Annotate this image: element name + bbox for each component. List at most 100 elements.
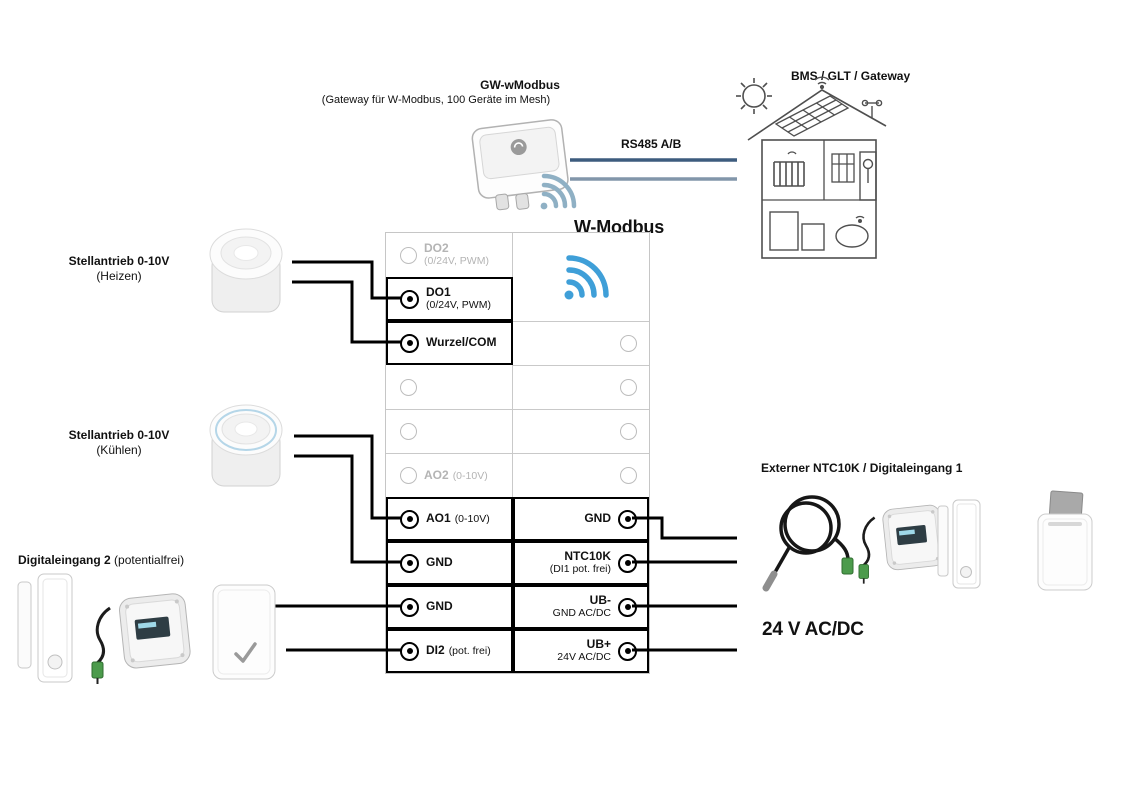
terminal-di2-icon — [400, 641, 419, 661]
radio-transmitter-right-image — [852, 486, 952, 590]
terminal-ao1-label: AO1 — [426, 511, 451, 526]
terminal-cell-com: Wurzel/COM — [386, 321, 513, 365]
roof-wifi-icon — [814, 76, 830, 90]
green-connector-icon — [858, 564, 869, 579]
terminal-cell-di2: DI2 (pot. frei) — [386, 629, 513, 673]
display-icon — [134, 616, 171, 640]
terminal-com-label: Wurzel/COM — [426, 335, 497, 350]
terminal-cell-radio — [513, 233, 649, 321]
terminal-ntc10k-sub: (DI1 pot. frei) — [549, 562, 611, 575]
terminal-ao1-sub: (0-10V) — [454, 513, 490, 526]
green-connector-icon — [841, 557, 854, 575]
external-ntc-label: Externer NTC10K / Digitaleingang 1 — [761, 461, 963, 475]
anemometer-icon — [861, 99, 883, 118]
actuator-cooling-sub: (Kühlen) — [96, 443, 142, 457]
terminal-cell-ao2: AO2 (0-10V) — [386, 453, 513, 497]
ntc-probe-image — [760, 482, 855, 594]
terminal-gnd2-icon — [400, 597, 419, 617]
terminal-rspare2-port-icon — [620, 379, 637, 396]
person-icon — [859, 151, 877, 201]
actuator-cooling-title: Stellantrieb 0-10V — [68, 428, 170, 442]
terminal-rspare1-port-icon — [620, 335, 637, 352]
rs485-label: RS485 A/B — [621, 137, 682, 151]
radio-transmitter-left-image — [84, 578, 199, 685]
terminal-cell-rspare3 — [513, 409, 649, 453]
terminal-rspare3-port-icon — [620, 423, 637, 440]
terminal-ub-plus-icon — [618, 641, 637, 661]
terminal-spare1-port-icon — [400, 378, 417, 396]
digital-input2-label: Digitaleingang 2 (potentialfrei) — [18, 553, 184, 568]
actuator-heating-label: Stellantrieb 0-10V (Heizen) — [50, 254, 188, 284]
terminal-com-icon — [400, 333, 419, 353]
terminal-ub-plus-sub: 24V AC/DC — [557, 650, 611, 663]
check-mark-icon — [234, 642, 257, 663]
furniture-icons — [769, 211, 869, 251]
terminal-cell-rspare4 — [513, 453, 649, 497]
terminal-ao2-sub: (0-10V) — [452, 469, 488, 482]
bms-building-illustration — [726, 70, 894, 268]
terminal-cell-ub-minus: UB- GND AC/DC — [513, 585, 649, 629]
terminal-spare2-port-icon — [400, 423, 417, 440]
terminal-di2-label: DI2 — [426, 643, 445, 658]
terminal-cell-gnd1: GND — [386, 541, 513, 585]
terminal-ub-plus-label: UB+ — [586, 637, 611, 652]
house-body — [761, 139, 877, 259]
terminal-rgnd-icon — [618, 509, 637, 529]
actuator-heating-image — [198, 220, 294, 322]
gateway-wifi-icon — [540, 173, 577, 210]
terminal-do2-label: DO2 — [424, 241, 449, 256]
terminal-do2-sub: (0/24V, PWM) — [424, 254, 489, 267]
digital-input2-sub: (potentialfrei) — [114, 553, 185, 567]
sun-icon — [736, 78, 772, 114]
terminal-do1-label: DO1 — [426, 285, 451, 300]
thermostat-icon — [831, 153, 855, 183]
radiator-icon — [773, 151, 805, 187]
digital-input2-title: Digitaleingang 2 — [18, 553, 111, 567]
card-switch-left-image — [210, 582, 278, 682]
terminal-ntc10k-icon — [618, 553, 637, 573]
wmodbus-wifi-icon — [564, 255, 609, 300]
terminal-ntc10k-label: NTC10K — [564, 549, 611, 564]
door-contact-left-image — [16, 572, 76, 684]
terminal-rspare4-port-icon — [620, 467, 637, 484]
terminal-ao2-label: AO2 — [424, 467, 449, 482]
terminal-gnd2-label: GND — [426, 599, 453, 614]
terminal-cell-ub-plus: UB+ 24V AC/DC — [513, 629, 649, 673]
card-holder-right-image — [1036, 490, 1094, 592]
terminal-cell-spare2 — [386, 409, 513, 453]
terminal-cell-ao1: AO1 (0-10V) — [386, 497, 513, 541]
green-connector-icon — [91, 661, 104, 679]
terminal-cell-do1: DO1 (0/24V, PWM) — [386, 277, 513, 321]
terminal-ub-minus-icon — [618, 597, 637, 617]
terminal-ao1-icon — [400, 509, 419, 529]
terminal-cell-rspare1 — [513, 321, 649, 365]
terminal-cell-rgnd: GND — [513, 497, 649, 541]
display-icon — [896, 525, 927, 546]
solar-panel-icon — [774, 95, 850, 137]
door-contact-right-image — [936, 498, 982, 590]
actuator-heating-sub: (Heizen) — [96, 269, 142, 283]
terminal-gnd1-icon — [400, 553, 419, 573]
terminal-do1-sub: (0/24V, PWM) — [426, 298, 491, 311]
terminal-cell-ntc10k: NTC10K (DI1 pot. frei) — [513, 541, 649, 585]
gateway-title: GW-wModbus — [480, 78, 560, 92]
terminal-block: DO2 (0/24V, PWM) DO1 (0/24V, PWM) Wurzel… — [385, 232, 650, 674]
terminal-ao2-port-icon — [400, 467, 417, 484]
gateway-device-image — [460, 106, 582, 228]
terminal-rgnd-label: GND — [584, 511, 611, 526]
terminal-ub-minus-sub: GND AC/DC — [552, 606, 611, 619]
power-supply-label: 24 V AC/DC — [762, 619, 864, 640]
actuator-cooling-image — [198, 396, 294, 496]
bms-label: BMS / GLT / Gateway — [791, 69, 911, 83]
terminal-cell-rspare2 — [513, 365, 649, 409]
terminal-do1-icon — [400, 289, 419, 309]
actuator-heating-title: Stellantrieb 0-10V — [68, 254, 170, 268]
probe-tip-icon — [762, 570, 778, 592]
terminal-di2-sub: (pot. frei) — [448, 645, 491, 658]
terminal-cell-do2: DO2 (0/24V, PWM) — [386, 233, 513, 277]
roof-outline — [747, 89, 887, 141]
card-slot-icon — [1048, 522, 1082, 526]
terminal-ub-minus-label: UB- — [589, 593, 611, 608]
gateway-subtitle: (Gateway für W-Modbus, 100 Geräte im Mes… — [321, 94, 551, 106]
